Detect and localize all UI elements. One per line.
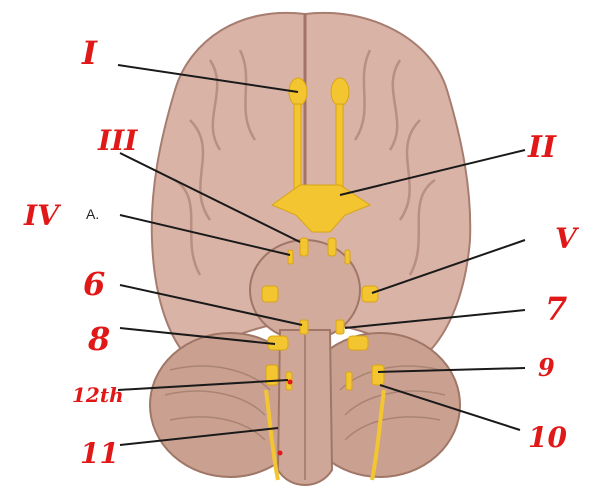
- label-optic: II: [527, 130, 557, 165]
- label-hypoglossal: 12th: [72, 383, 124, 407]
- label-facial: 7: [545, 290, 567, 328]
- hypoglossal-marker-dot: [288, 380, 293, 385]
- label-abducens: 6: [83, 265, 105, 303]
- label-olfactory: I: [81, 34, 98, 72]
- label-accessory: 11: [80, 437, 119, 470]
- label-oculomotor: III: [97, 124, 138, 157]
- label-glossopharyngeal: 9: [538, 353, 555, 382]
- label-vestibulocochlear: 8: [87, 320, 110, 358]
- accessory-marker-dot: [278, 451, 283, 456]
- label-trochlear: IV: [23, 199, 62, 232]
- label-printed-a: A.: [86, 206, 99, 222]
- label-trigeminal: V: [555, 222, 580, 255]
- label-vagus: 10: [528, 421, 567, 454]
